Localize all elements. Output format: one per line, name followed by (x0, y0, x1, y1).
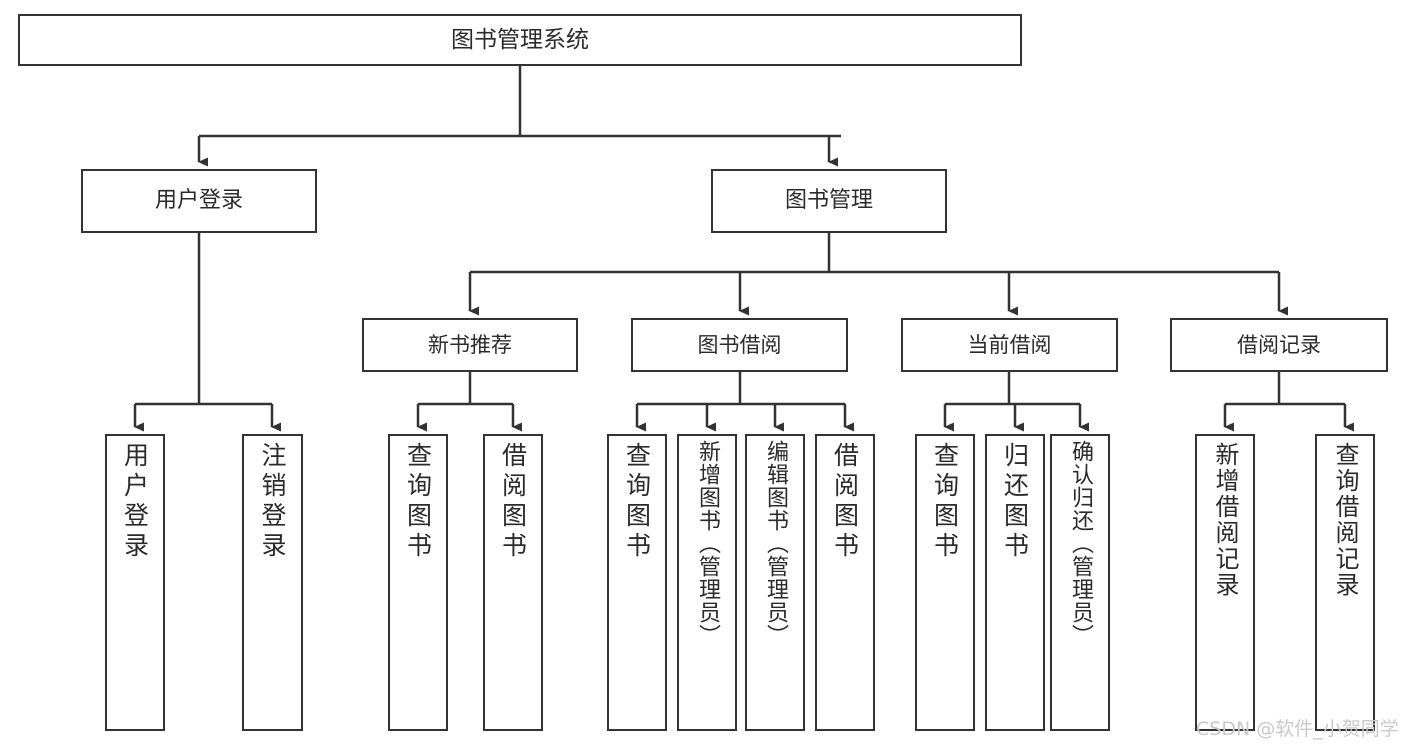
node-leaf-7-label: 编辑图书（管理员） (763, 440, 788, 647)
node-level2-2-label: 图书借阅 (697, 332, 782, 357)
node-leaf-4[interactable]: 借阅图书 (483, 434, 543, 731)
node-leaf-12[interactable]: 新增借阅记录 (1195, 434, 1255, 731)
node-leaf-9-label: 查询图书 (930, 442, 960, 562)
node-leaf-11-label: 确认归还（管理员） (1068, 440, 1093, 647)
node-leaf-13[interactable]: 查询借阅记录 (1315, 434, 1375, 731)
node-leaf-5-label: 查询图书 (622, 442, 652, 562)
node-leaf-13-label: 查询借阅记录 (1331, 442, 1359, 598)
node-leaf-8[interactable]: 借阅图书 (815, 434, 875, 731)
node-level1-2[interactable]: 图书管理 (711, 169, 947, 233)
node-leaf-8-label: 借阅图书 (830, 442, 860, 562)
node-root[interactable]: 图书管理系统 (18, 14, 1022, 66)
node-leaf-10[interactable]: 归还图书 (985, 434, 1045, 731)
node-level2-3[interactable]: 当前借阅 (901, 318, 1118, 372)
node-leaf-5[interactable]: 查询图书 (607, 434, 667, 731)
node-leaf-11[interactable]: 确认归还（管理员） (1050, 434, 1110, 731)
node-leaf-2-label: 注销登录 (258, 442, 287, 562)
node-leaf-1-label: 用户登录 (120, 442, 150, 562)
node-level2-2[interactable]: 图书借阅 (631, 318, 848, 372)
node-root-label: 图书管理系统 (451, 26, 589, 53)
node-level1-1[interactable]: 用户登录 (81, 169, 317, 233)
node-level2-1-label: 新书推荐 (428, 332, 512, 357)
node-leaf-3[interactable]: 查询图书 (388, 434, 448, 731)
node-leaf-12-label: 新增借阅记录 (1211, 442, 1239, 598)
node-level2-3-label: 当前借阅 (967, 332, 1052, 357)
node-level1-2-label: 图书管理 (784, 188, 873, 214)
node-leaf-2[interactable]: 注销登录 (242, 434, 303, 731)
node-leaf-10-label: 归还图书 (1000, 442, 1030, 562)
node-level2-1[interactable]: 新书推荐 (362, 318, 578, 372)
node-leaf-4-label: 借阅图书 (498, 442, 528, 562)
node-leaf-6-label: 新增图书（管理员） (695, 440, 720, 647)
node-leaf-1[interactable]: 用户登录 (105, 434, 165, 731)
node-leaf-9[interactable]: 查询图书 (915, 434, 975, 731)
node-leaf-7[interactable]: 编辑图书（管理员） (745, 434, 805, 731)
node-level2-4[interactable]: 借阅记录 (1170, 318, 1388, 372)
node-leaf-3-label: 查询图书 (403, 442, 433, 562)
node-level2-4-label: 借阅记录 (1237, 332, 1321, 357)
node-level1-1-label: 用户登录 (154, 188, 243, 214)
node-leaf-6[interactable]: 新增图书（管理员） (677, 434, 737, 731)
